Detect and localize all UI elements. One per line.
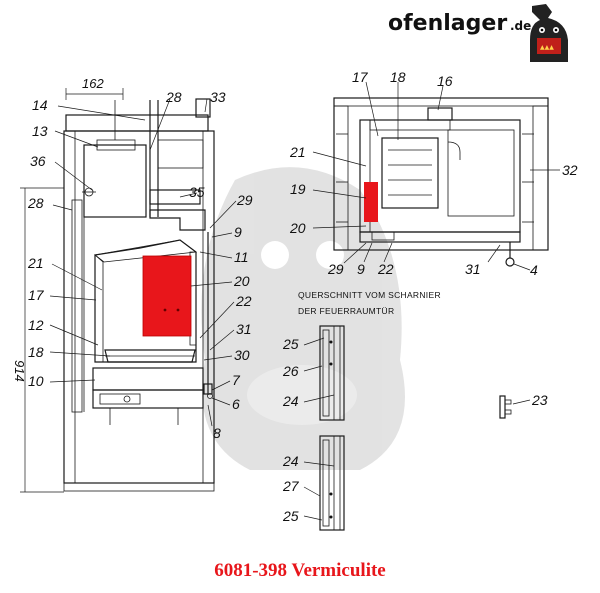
callout-top-20: 20: [289, 220, 306, 236]
callout-top-19: 19: [290, 181, 306, 197]
callout-top-16: 16: [437, 73, 453, 89]
callout-35: 35: [189, 184, 205, 200]
brand-logo: ofenlager .de ▲▲▲: [388, 4, 568, 62]
dimension-height: 914: [12, 360, 27, 382]
top-section-drawing: 17 18 16 21 32 19 20 29 9 22 31 4: [289, 69, 578, 278]
callout-9: 9: [234, 224, 242, 240]
callout-31: 31: [236, 321, 252, 337]
callout-top-21: 21: [289, 144, 306, 160]
callout-hinge-26: 26: [282, 363, 299, 379]
callout-hinge-25-bottom: 25: [282, 508, 299, 524]
brand-name: ofenlager: [388, 11, 507, 36]
watermark: [201, 167, 405, 470]
callout-21: 21: [27, 255, 44, 271]
callout-10: 10: [28, 373, 44, 389]
vermiculite-plate-top: [364, 182, 378, 222]
callout-12: 12: [28, 317, 44, 333]
callout-hinge-24-top: 24: [282, 393, 299, 409]
callout-18: 18: [28, 344, 44, 360]
stove-mascot-icon: ▲▲▲: [530, 4, 568, 62]
product-caption: 6081-398 Vermiculite: [214, 560, 386, 581]
front-section-drawing: 162 914 14 13 36 28 21 17: [12, 76, 253, 493]
callout-top-18: 18: [390, 69, 406, 85]
callout-top-22: 22: [377, 261, 394, 277]
callout-36: 36: [30, 153, 46, 169]
hinge-section-drawing: QUERSCHNITT VOM SCHARNIER DER FEUERRAUMT…: [282, 290, 441, 531]
section-title-line2: DER FEUERRAUMTÜR: [298, 306, 394, 316]
callout-top-17: 17: [352, 69, 369, 85]
callout-8: 8: [213, 425, 221, 441]
callout-top-29: 29: [327, 261, 344, 277]
callout-20: 20: [233, 273, 250, 289]
callout-28-top: 28: [165, 89, 182, 105]
callout-hinge-27: 27: [282, 478, 300, 494]
callout-6: 6: [232, 396, 240, 412]
callout-28-left: 28: [27, 195, 44, 211]
part-23-drawing: 23: [499, 392, 548, 419]
callout-13: 13: [32, 123, 48, 139]
callout-14: 14: [32, 97, 48, 113]
callout-23: 23: [531, 392, 548, 408]
dimension-width: 162: [82, 76, 104, 91]
callout-top-9: 9: [357, 261, 365, 277]
brand-tld: .de: [510, 19, 531, 33]
callout-hinge-24-bottom: 24: [282, 453, 299, 469]
callout-30: 30: [234, 347, 250, 363]
vermiculite-plate: [142, 255, 192, 337]
callout-7: 7: [232, 372, 241, 388]
callout-11: 11: [234, 249, 249, 265]
callout-33: 33: [210, 89, 226, 105]
section-title-line1: QUERSCHNITT VOM SCHARNIER: [298, 290, 441, 300]
callout-hinge-25-top: 25: [282, 336, 299, 352]
callout-17: 17: [28, 287, 45, 303]
callout-top-4: 4: [530, 262, 538, 278]
callout-top-32: 32: [562, 162, 578, 178]
svg-text:▲▲▲: ▲▲▲: [540, 44, 554, 51]
callout-top-31: 31: [465, 261, 481, 277]
callout-29: 29: [236, 192, 253, 208]
callout-22: 22: [235, 293, 252, 309]
